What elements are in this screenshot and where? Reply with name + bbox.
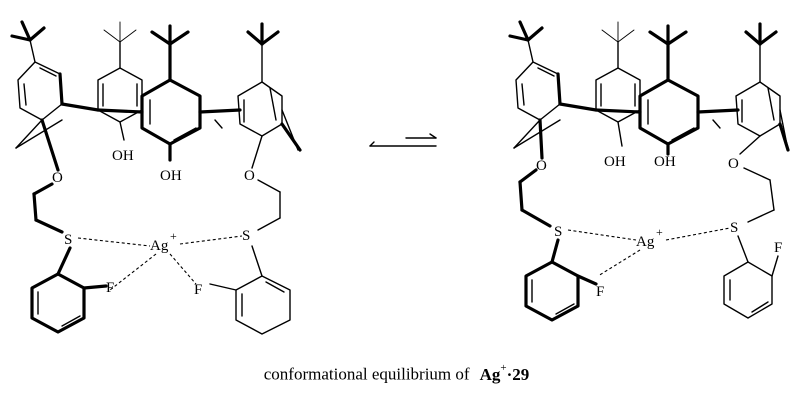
right-aryl-ring-1 bbox=[515, 61, 562, 121]
right-hydroxyl-groups: OH OH bbox=[604, 121, 676, 170]
left-fluorine-label-1: F bbox=[106, 280, 114, 296]
right-aryl-ring-3 bbox=[638, 78, 700, 146]
right-methylene-bridges bbox=[513, 102, 790, 152]
left-silver-label: Ag bbox=[150, 238, 169, 254]
right-silver-label: Ag bbox=[636, 234, 655, 250]
right-calixarene-complex: OH OH O O S S Ag + bbox=[508, 20, 790, 322]
right-fluorine-label-2: F bbox=[774, 240, 782, 256]
right-tbutyl-4 bbox=[744, 22, 778, 83]
left-fluorophenyl-2: F bbox=[194, 245, 291, 335]
left-ether-chain-1: O bbox=[32, 118, 64, 234]
left-ether-chain-2: O bbox=[244, 135, 281, 231]
left-aryl-ring-4 bbox=[237, 81, 283, 137]
right-fluorophenyl-1: F bbox=[524, 238, 604, 322]
left-hydroxyl-label-1: OH bbox=[112, 148, 134, 164]
right-tbutyl-1 bbox=[508, 20, 544, 63]
left-hydroxyl-label-2: OH bbox=[160, 168, 182, 184]
right-fluorine-label-1: F bbox=[596, 284, 604, 300]
left-aryl-ring-3 bbox=[140, 78, 202, 146]
left-methylene-bridges bbox=[15, 102, 302, 152]
right-aryl-ring-4 bbox=[735, 81, 781, 137]
compound-charge: + bbox=[500, 362, 507, 374]
right-tbutyl-2 bbox=[601, 21, 635, 69]
compound-ion: Ag bbox=[479, 364, 501, 384]
left-aryl-ring-2 bbox=[97, 67, 143, 123]
right-ether-chain-2: O bbox=[728, 135, 775, 223]
right-silver-charge: + bbox=[656, 225, 663, 239]
right-sulfur-label-2: S bbox=[730, 220, 738, 236]
left-hydroxyl-groups: OH OH bbox=[112, 121, 182, 184]
compound-label: Ag+·29 bbox=[479, 362, 530, 384]
right-ether-chain-1: O bbox=[518, 118, 552, 228]
right-aryl-ring-2 bbox=[595, 67, 641, 123]
right-fluorophenyl-2: F bbox=[723, 235, 782, 319]
caption-text: conformational equilibrium of bbox=[263, 364, 470, 384]
left-fluorophenyl-1: F bbox=[30, 246, 114, 334]
right-oxygen-label-2: O bbox=[728, 156, 739, 172]
left-oxygen-label-2: O bbox=[244, 168, 255, 184]
left-tbutyl-2 bbox=[103, 21, 137, 69]
left-oxygen-label-1: O bbox=[52, 170, 63, 186]
left-coordination-bonds bbox=[77, 235, 243, 291]
left-sulfur-label-2: S bbox=[242, 228, 250, 244]
left-calixarene-complex: OH OH O O S S Ag + bbox=[10, 20, 302, 335]
left-silver-charge: + bbox=[170, 229, 177, 243]
left-tbutyl-1 bbox=[10, 20, 46, 63]
right-coordination-bonds bbox=[567, 227, 731, 277]
left-sulfur-label-1: S bbox=[64, 232, 72, 248]
right-oxygen-label-1: O bbox=[536, 158, 547, 174]
left-tbutyl-4 bbox=[246, 22, 280, 83]
left-aryl-ring-1 bbox=[17, 61, 64, 121]
left-tbutyl-3 bbox=[150, 24, 190, 82]
scheme-caption: conformational equilibrium of Ag+·29 bbox=[0, 362, 793, 385]
right-hydroxyl-label-1: OH bbox=[604, 154, 626, 170]
compound-number: ·29 bbox=[506, 364, 530, 384]
right-tbutyl-3 bbox=[648, 24, 688, 82]
right-sulfur-label-1: S bbox=[554, 224, 562, 240]
right-hydroxyl-label-2: OH bbox=[654, 154, 676, 170]
left-fluorine-label-2: F bbox=[194, 282, 202, 298]
equilibrium-arrows bbox=[369, 133, 437, 147]
